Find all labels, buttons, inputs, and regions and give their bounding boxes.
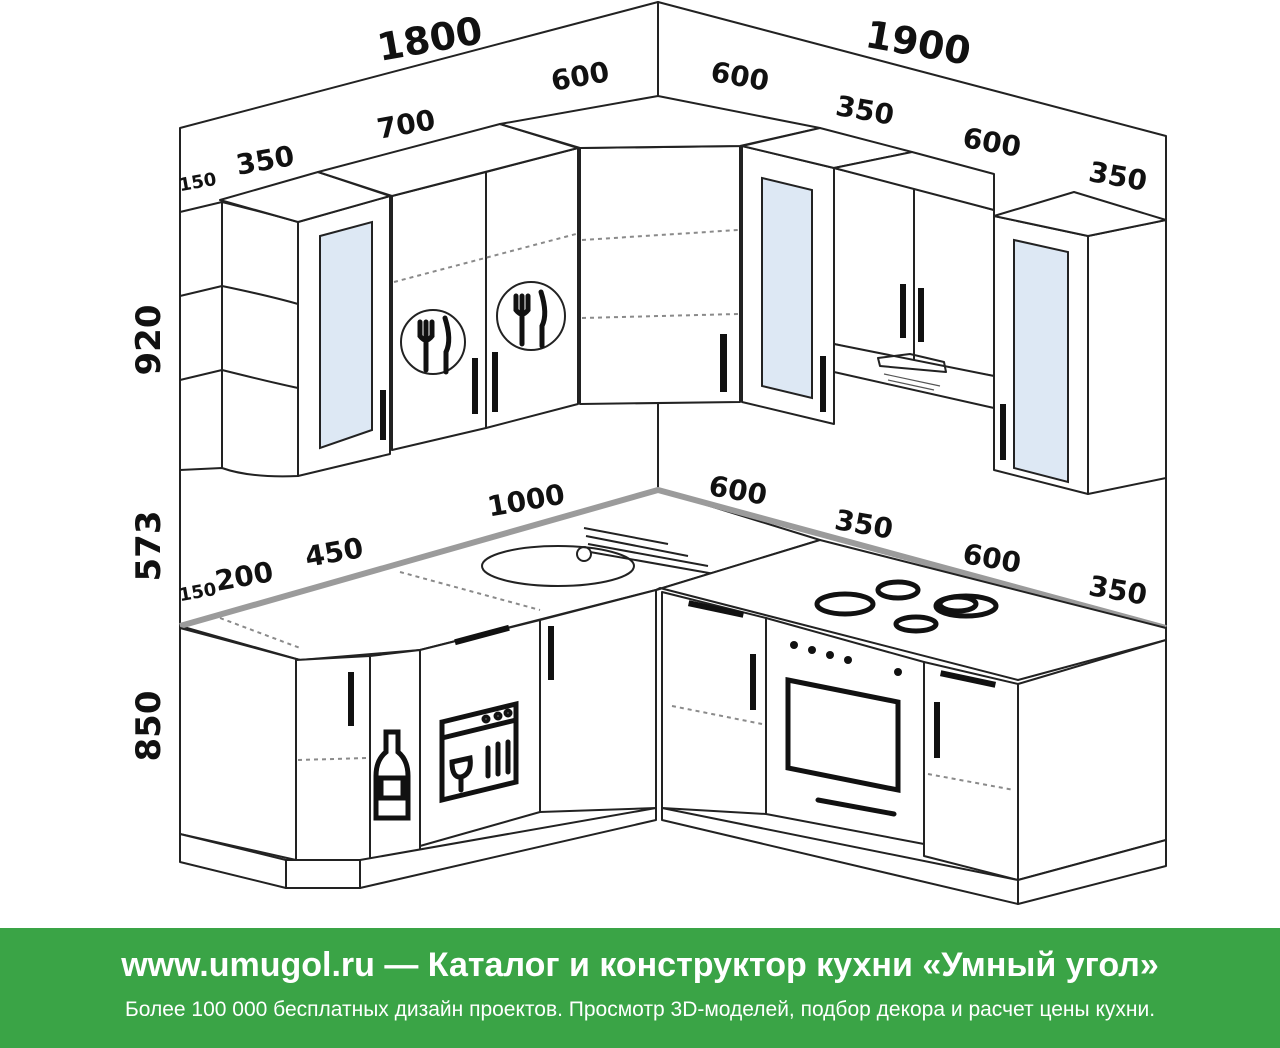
- handle: [454, 624, 510, 646]
- fork-knife-icon: [417, 289, 548, 375]
- handle: [380, 390, 386, 440]
- dim-top-right-total: 1900: [862, 12, 974, 74]
- dash: [581, 313, 739, 319]
- upper-cabinet-600-top: [833, 151, 995, 211]
- dim-lower-right-4: 350: [1086, 569, 1149, 612]
- handle: [687, 600, 745, 618]
- dash: [219, 617, 301, 649]
- glass-panel-right-1: [761, 176, 813, 400]
- dim-upper-left-3: 700: [374, 103, 437, 146]
- upper-cabinet-600-door-2: [913, 187, 995, 377]
- upper-cabinets-left: [179, 123, 579, 478]
- cooktop-burners: [814, 579, 999, 634]
- sink-base-door: [539, 589, 657, 813]
- plinth-right-2: [1017, 839, 1167, 905]
- dash: [399, 571, 541, 611]
- sink-tap: [576, 546, 592, 562]
- dash: [581, 229, 739, 241]
- dim-lower-left-2: 200: [212, 555, 275, 598]
- dim-upper-left-4: 600: [548, 55, 611, 98]
- range-hood-icon: [877, 353, 947, 391]
- glass-cabinet-right-2-top: [993, 191, 1167, 237]
- dim-upper-right-4: 350: [1086, 155, 1149, 198]
- lower-cabinets-left: [179, 589, 657, 889]
- shelf-1: [179, 285, 299, 305]
- dim-height-gap: 573: [129, 511, 169, 582]
- end-panel-right: [1017, 639, 1167, 881]
- cutlery-plate-1: [400, 309, 466, 375]
- dim-upper-left-1: 150: [177, 169, 218, 196]
- handle: [348, 672, 354, 726]
- plinth-left-2: [285, 859, 361, 889]
- handle: [918, 288, 924, 342]
- glass-cabinet-right-2-side: [1087, 219, 1167, 495]
- handle: [472, 358, 478, 414]
- handle: [900, 284, 906, 338]
- dim-upper-right-1: 600: [708, 55, 771, 98]
- countertop-back-edge: [179, 486, 1167, 631]
- handle: [720, 334, 727, 392]
- footer-title: www.umugol.ru — Каталог и конструктор ку…: [121, 946, 1159, 984]
- dim-height-lower: 850: [129, 691, 169, 762]
- drainer-lines: [583, 527, 727, 577]
- drawer-cabinet-600: [923, 661, 1019, 881]
- dim-upper-right-3: 600: [960, 121, 1023, 164]
- lower-cabinets-right: [661, 591, 1167, 905]
- dim-height-upper: 920: [129, 305, 169, 376]
- dim-lower-left-1: 150: [177, 579, 218, 606]
- handle: [820, 356, 826, 412]
- dim-upper-left-2: 350: [233, 139, 296, 182]
- bottle-icon: [373, 729, 411, 821]
- dishwasher-icon: [439, 700, 519, 804]
- dim-top-left-total: 1800: [374, 8, 486, 70]
- shelf-2: [179, 369, 299, 389]
- upper-cabinets-right: [741, 127, 1167, 495]
- glass-panel-right-2: [1013, 238, 1069, 484]
- handle: [750, 654, 756, 710]
- dim-upper-right-2: 350: [833, 89, 896, 132]
- dim-lower-left-3: 450: [302, 531, 365, 574]
- handle: [934, 702, 940, 758]
- handle: [548, 626, 554, 680]
- handle: [492, 352, 498, 412]
- footer-subtitle: Более 100 000 бесплатных дизайн проектов…: [124, 998, 1156, 1021]
- handle: [1000, 404, 1006, 460]
- end-panel-left: [179, 627, 301, 861]
- corner-upper-cabinet: [499, 95, 821, 405]
- dash: [297, 757, 369, 761]
- plinth-left-3: [359, 807, 657, 889]
- upper-cabinet-700-right-door: [485, 147, 579, 429]
- dash: [927, 773, 1015, 791]
- bottle-cabinet: [369, 649, 421, 861]
- corner-cabinet-front: [579, 145, 741, 405]
- open-shelf-unit: [179, 201, 299, 478]
- dishwasher-panel: [419, 619, 541, 847]
- footer-banner: www.umugol.ru — Каталог и конструктор ку…: [0, 928, 1280, 1048]
- cutlery-plate-2: [496, 281, 566, 351]
- sink-bowl: [481, 545, 635, 587]
- oven-icon: [785, 641, 902, 817]
- dimension-labels: 1800 1900 150 350 700 600 600 350 600 35…: [129, 8, 1150, 761]
- kitchen-diagram: 1800 1900 150 350 700 600 600 350 600 35…: [129, 1, 1167, 905]
- handle: [939, 670, 997, 688]
- glass-panel-left: [319, 220, 373, 450]
